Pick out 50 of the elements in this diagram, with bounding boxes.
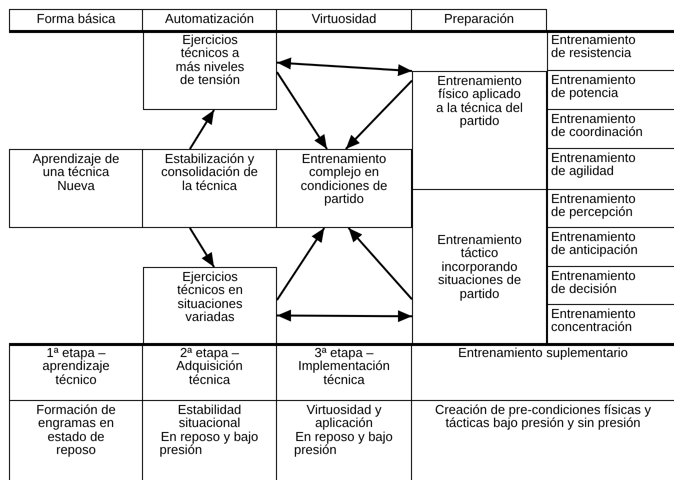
cell-text: Entrenamiento de decisión: [551, 269, 637, 296]
cell-text: Preparación: [444, 12, 514, 26]
process-box: [277, 149, 412, 228]
cell-note: En reposo y bajo presión: [294, 430, 394, 457]
arrow: [276, 227, 326, 301]
table-cell: [412, 71, 547, 190]
process-box: [143, 149, 277, 228]
cell-text: Entrenamiento de agilidad: [551, 151, 637, 178]
arrow: [189, 109, 215, 150]
cell-text: Estabilidad situacional: [176, 403, 242, 430]
table-cell: [277, 400, 412, 480]
cell-text: Entrenamiento complejo en condiciones de partido: [300, 152, 388, 206]
cell-text: 1ª etapa – aprendizaje técnico: [41, 346, 111, 386]
cell-text: Entrenamiento de resistencia: [551, 33, 637, 60]
cell-text: Virtuosidad y aplicación: [306, 403, 382, 430]
cell-text: Entrenamiento concentración: [551, 307, 637, 334]
arrow: [345, 80, 413, 150]
table-cell: [547, 149, 674, 190]
cell-text: Entrenamiento físico aplicado a la técnica del partido: [435, 74, 524, 128]
cell-text: Entrenamiento de potencia: [551, 73, 637, 100]
cell-text: 3ª etapa – Implementación técnica: [297, 346, 391, 386]
cell-text: Formación de engramas en estado de reposo: [35, 403, 117, 457]
cell-note: En reposo y bajo presión: [160, 430, 260, 457]
table-cell: [547, 110, 674, 149]
cell-text: Ejercicios técnicos a más niveles de tensión: [174, 33, 246, 87]
cell-text: Entrenamiento de percepción: [551, 192, 637, 219]
cell-text: 2ª etapa – Adquisición técnica: [175, 346, 244, 386]
cell-text: Entrenamiento de anticipación: [551, 230, 639, 257]
cell-text: Estabilización y consolidación de la técnica: [160, 152, 259, 192]
cell-text: Virtuosidad: [312, 12, 376, 26]
cell-text: Entrenamiento suplementario: [458, 346, 628, 360]
arrow: [348, 227, 413, 300]
process-box: [9, 149, 143, 228]
table-cell: [9, 400, 143, 480]
cell-text: Entrenamiento de coordinación: [551, 112, 644, 139]
arrow: [276, 72, 328, 150]
arrow: [189, 227, 215, 268]
cell-text: Automatización: [165, 12, 254, 26]
double-arrow: [277, 310, 412, 322]
table-cell: [547, 267, 674, 305]
cell-text: Ejercicios técnicos en situaciones variadas: [176, 270, 244, 324]
table-cell: [547, 190, 674, 228]
table-cell: [143, 400, 277, 480]
cell-text: Entrenamiento táctico incorporando situaciones de partido: [436, 232, 523, 300]
cell-text: Creación de pre-condiciones físicas y tácticas bajo presión y sin presión: [434, 403, 652, 430]
table-cell: [547, 71, 674, 110]
double-arrow: [276, 57, 412, 76]
table-cell: [547, 228, 674, 267]
cell-text: Forma básica: [36, 12, 116, 26]
cell-text: Aprendizaje de una técnica Nueva: [32, 152, 120, 192]
